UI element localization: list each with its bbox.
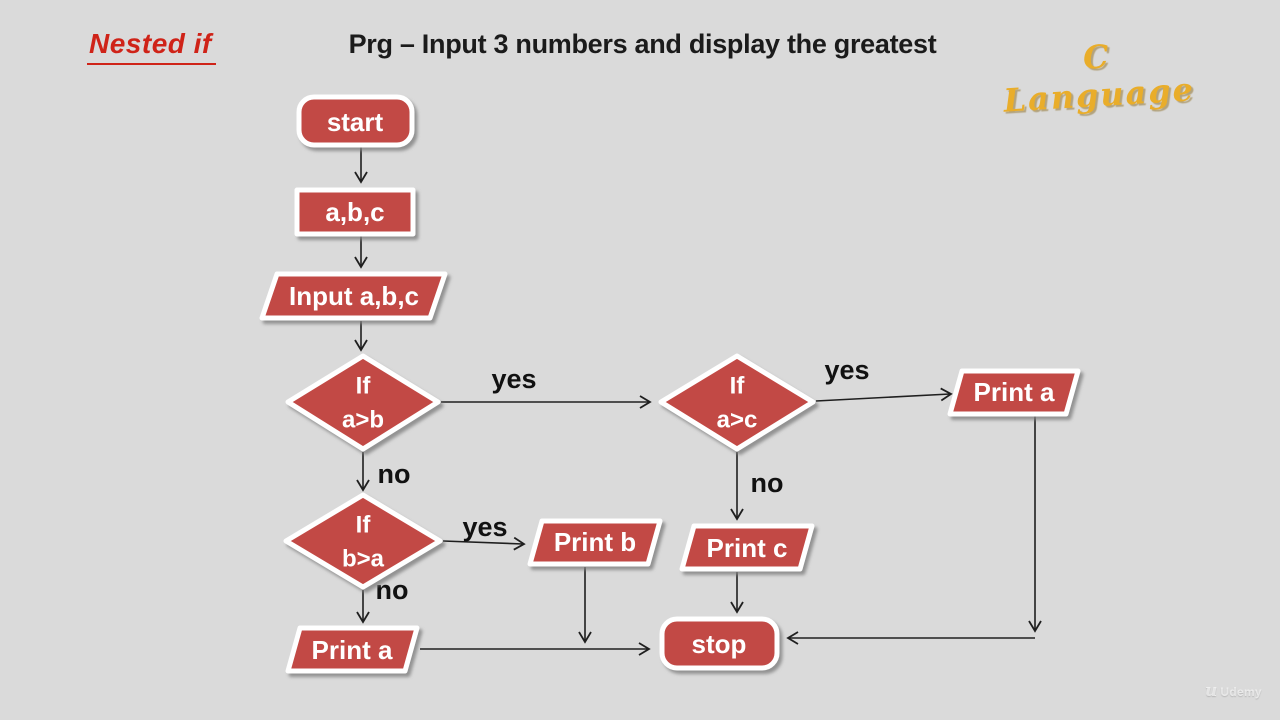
node-if-a-gt-b-line2: a>b xyxy=(342,407,384,434)
node-if-a-gt-c-line2: a>c xyxy=(717,407,758,434)
node-if-b-gt-a: If b>a xyxy=(283,492,443,590)
node-print-c: Print c xyxy=(679,523,815,572)
edge-if-ba-yes-to-print-b xyxy=(442,536,526,551)
node-input-label: Input a,b,c xyxy=(289,281,419,311)
node-print-b: Print b xyxy=(527,518,663,567)
node-if-b-gt-a-line1: If xyxy=(356,512,372,539)
node-declare: a,b,c xyxy=(294,187,416,237)
node-declare-label: a,b,c xyxy=(325,197,384,227)
page-title: Prg – Input 3 numbers and display the gr… xyxy=(348,29,937,59)
label-if-ac-yes: yes xyxy=(824,355,869,385)
topic-heading: Nested if xyxy=(87,28,216,65)
node-start: start xyxy=(296,94,415,148)
label-if-ba-no: no xyxy=(376,575,409,605)
flow-edge-labels: yes no yes no yes no xyxy=(376,355,870,605)
udemy-watermark: u Udemy xyxy=(1205,683,1262,700)
node-if-a-gt-c: If a>c xyxy=(658,353,816,452)
flow-edges xyxy=(354,147,1042,656)
udemy-wordmark: Udemy xyxy=(1220,684,1262,699)
edge-if-ac-yes-to-print-a xyxy=(815,387,953,402)
node-stop-label: stop xyxy=(692,629,747,659)
label-if-ba-yes: yes xyxy=(462,512,507,542)
node-if-a-gt-b-line1: If xyxy=(356,373,372,400)
node-start-label: start xyxy=(327,107,384,137)
node-input: Input a,b,c xyxy=(259,271,448,321)
node-if-b-gt-a-line2: b>a xyxy=(342,546,385,573)
node-if-a-gt-c-line1: If xyxy=(730,373,746,400)
label-if-ab-yes: yes xyxy=(491,364,536,394)
node-stop: stop xyxy=(659,616,780,671)
label-if-ac-no: no xyxy=(751,468,784,498)
node-print-a-bottom: Print a xyxy=(285,625,420,674)
udemy-logo-icon: u xyxy=(1205,681,1218,701)
node-print-a-right-label: Print a xyxy=(974,377,1055,407)
node-print-b-label: Print b xyxy=(554,527,636,557)
node-if-a-gt-b: If a>b xyxy=(285,353,441,452)
node-print-c-label: Print c xyxy=(707,533,788,563)
node-print-a-bottom-label: Print a xyxy=(312,635,393,665)
node-print-a-right: Print a xyxy=(947,368,1081,417)
label-if-ab-no: no xyxy=(378,459,411,489)
